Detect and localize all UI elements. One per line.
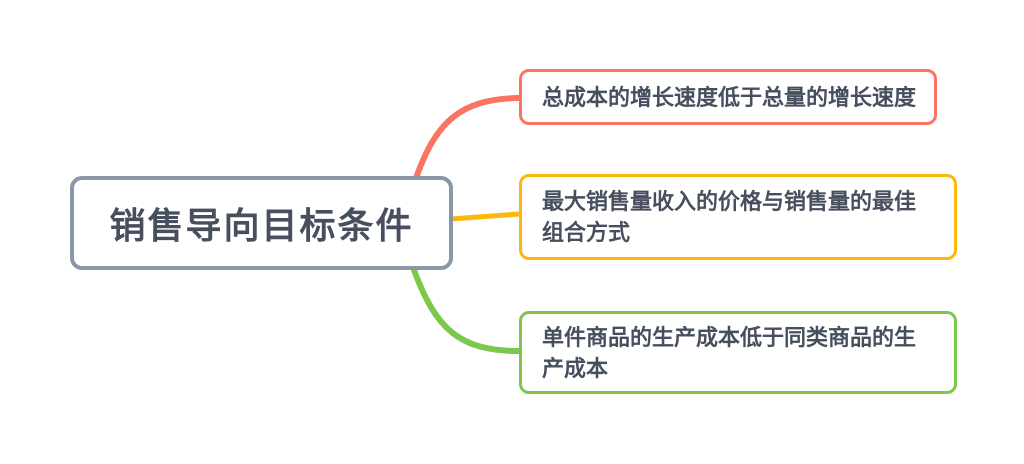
branch-node-label: 总成本的增长速度低于总量的增长速度 bbox=[542, 84, 917, 110]
root-node-label: 销售导向目标条件 bbox=[109, 205, 414, 246]
connector-top-branch bbox=[413, 95, 522, 181]
branch-node-total-cost[interactable]: 总成本的增长速度低于总量的增长速度 bbox=[519, 69, 937, 125]
branch-node-unit-cost[interactable]: 单件商品的生产成本低于同类商品的生产成本 bbox=[519, 311, 957, 394]
connector-middle-branch bbox=[448, 211, 522, 222]
branch-node-label: 最大销售量收入的价格与销售量的最佳组合方式 bbox=[542, 189, 917, 245]
root-node[interactable]: 销售导向目标条件 bbox=[70, 176, 453, 270]
branch-node-label: 单件商品的生产成本低于同类商品的生产成本 bbox=[542, 324, 917, 381]
connector-bottom-branch bbox=[411, 267, 522, 354]
branch-node-max-sales[interactable]: 最大销售量收入的价格与销售量的最佳组合方式 bbox=[519, 174, 957, 260]
